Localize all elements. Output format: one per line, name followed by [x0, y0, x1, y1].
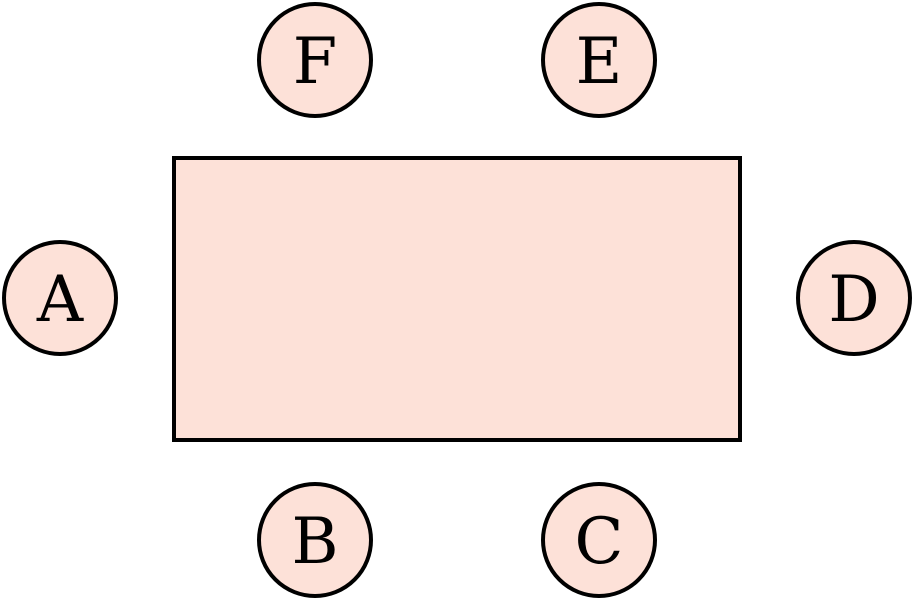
seat-e: E [541, 2, 657, 118]
seat-circle-a [2, 240, 118, 356]
seat-label-d: D [828, 263, 879, 337]
table-rectangle [172, 156, 742, 442]
seat-label-b: B [291, 505, 338, 579]
seat-circle-b [257, 482, 373, 598]
seat-circle-f [257, 2, 373, 118]
seat-f: F [257, 2, 373, 118]
seat-label-c: C [575, 505, 624, 579]
seat-label-f: F [293, 25, 337, 99]
seat-a: A [2, 240, 118, 356]
seat-circle-e [541, 2, 657, 118]
seat-c: C [541, 482, 657, 598]
seat-circle-c [541, 482, 657, 598]
seat-d: D [796, 240, 912, 356]
seat-label-a: A [36, 263, 84, 337]
seat-b: B [257, 482, 373, 598]
seat-label-e: E [576, 25, 623, 99]
seat-circle-d [796, 240, 912, 356]
